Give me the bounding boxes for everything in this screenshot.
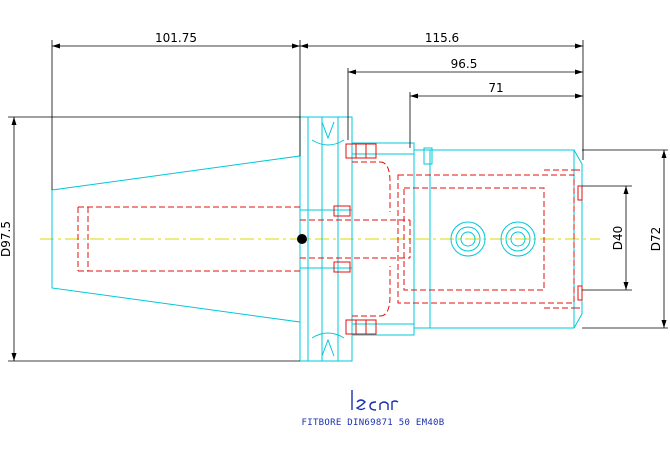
dim-96-5: 96.5: [451, 57, 478, 71]
dim-71: 71: [488, 81, 503, 95]
set-screws: [450, 221, 536, 257]
hidden-lines: [77, 161, 582, 317]
center-mark: [297, 234, 307, 244]
dim-d40: D40: [611, 226, 625, 251]
dim-115-6: 115.6: [425, 31, 459, 45]
dim-d72: D72: [649, 227, 663, 252]
drive-keys: [333, 143, 583, 335]
dim-101-75: 101.75: [155, 31, 197, 45]
drawing-caption: FITBORE DIN69871 50 EM40B: [302, 418, 445, 428]
iscar-logo: [351, 390, 399, 411]
dimension-arrows: [11, 43, 667, 361]
dimension-lines: [8, 40, 668, 362]
dim-d97-5: D97.5: [0, 221, 13, 257]
